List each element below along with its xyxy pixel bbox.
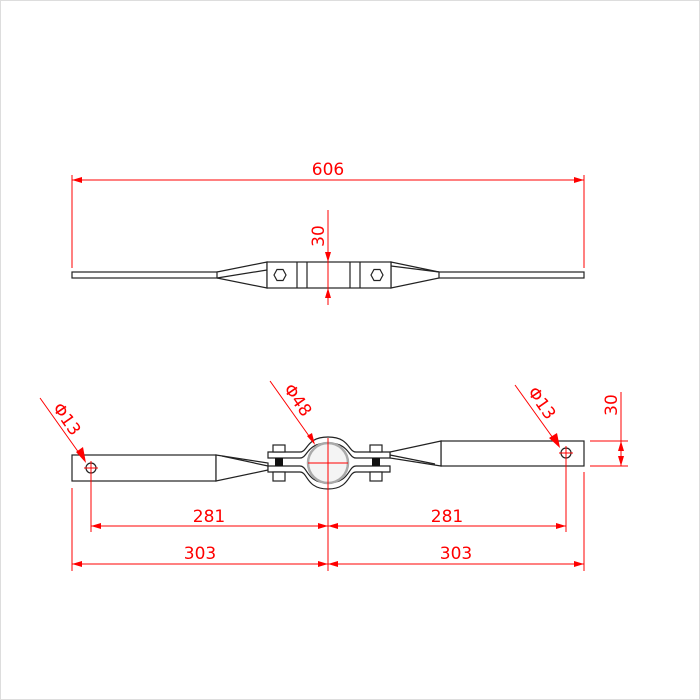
arrow [556, 523, 566, 529]
leader-left-hole [39, 397, 85, 461]
pipe-centerlines [308, 438, 348, 490]
taper-line [390, 265, 440, 273]
arrow [318, 523, 328, 529]
arrow [325, 288, 331, 298]
leader-right-hole [514, 384, 559, 446]
arrow [618, 441, 624, 451]
dim-overall-length: 606 [312, 160, 344, 180]
arrow [618, 456, 624, 466]
front-view: Φ13 Φ48 Φ13 30 281 281 303 303 [39, 380, 628, 571]
hex-nut-icon [273, 268, 287, 282]
dim-left-hole: Φ13 [48, 399, 84, 439]
left-rod [71, 271, 219, 279]
clamp-upper [267, 436, 391, 459]
plate-lines [296, 262, 361, 288]
right-taper [389, 440, 442, 467]
arrow [328, 561, 338, 567]
dim-606-lines [71, 175, 585, 268]
hole-centerlines [84, 446, 573, 475]
clamp-lower [267, 465, 391, 490]
left-bar [71, 454, 217, 482]
dim-horizontal-lines [71, 460, 585, 571]
dim-top-height: 30 [309, 225, 329, 247]
hex-nut-icon [370, 268, 384, 282]
dim-30-lines [590, 392, 628, 467]
arrow [328, 523, 338, 529]
left-taper [215, 454, 269, 482]
arrow [574, 561, 584, 567]
arrow [549, 433, 560, 448]
arrow [76, 447, 86, 463]
taper-line [221, 455, 269, 467]
taper-line [216, 269, 268, 279]
bolt-right [369, 444, 383, 482]
top-view: 606 30 [71, 160, 585, 305]
dim-303-right: 303 [440, 544, 472, 564]
dim-281-right: 281 [431, 507, 463, 527]
dim-bar-width: 30 [602, 394, 622, 416]
leader-pipe [269, 380, 315, 444]
left-taper [216, 261, 268, 289]
arrow [574, 177, 584, 183]
right-taper [390, 261, 440, 289]
arrow [91, 523, 101, 529]
arrow [72, 561, 82, 567]
arrow [318, 561, 328, 567]
arrow [72, 177, 82, 183]
right-rod [437, 271, 585, 279]
arrow [325, 252, 331, 262]
dim-303-left: 303 [184, 544, 216, 564]
bolt-left [272, 444, 286, 482]
arrow [307, 433, 315, 445]
dim-281-left: 281 [193, 507, 225, 527]
taper-line [389, 454, 436, 465]
